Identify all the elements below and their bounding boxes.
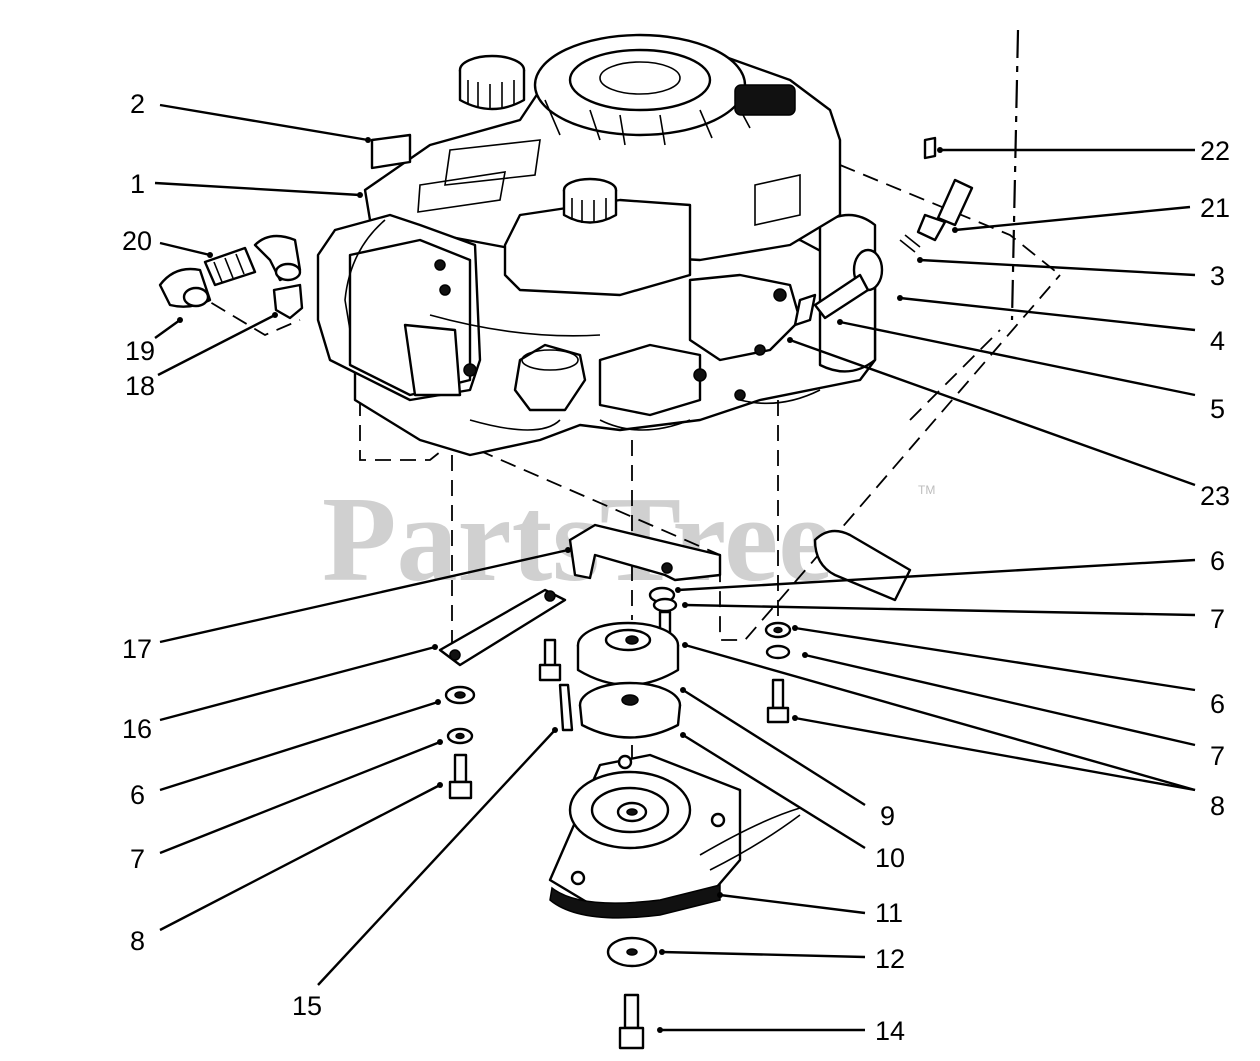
callout-11: 11 bbox=[875, 898, 903, 928]
callout-15: 15 bbox=[292, 991, 322, 1021]
callout-16: 16 bbox=[122, 714, 152, 744]
engine-assembly bbox=[316, 33, 877, 457]
callout-8-left: 8 bbox=[130, 926, 145, 956]
callout-23: 23 bbox=[1200, 481, 1230, 511]
callout-10: 10 bbox=[875, 843, 905, 873]
callout-labels: 2 1 20 19 18 22 21 3 4 5 23 6 7 6 7 8 9 … bbox=[122, 89, 1230, 1046]
callout-2: 2 bbox=[130, 89, 145, 119]
mounting-brackets bbox=[438, 523, 722, 667]
clutch-washer bbox=[606, 936, 658, 968]
callout-7-left: 7 bbox=[130, 844, 145, 874]
callout-19: 19 bbox=[125, 336, 155, 366]
electric-clutch bbox=[548, 753, 801, 919]
callout-14: 14 bbox=[875, 1016, 905, 1046]
callout-20: 20 bbox=[122, 226, 152, 256]
callout-7-right-bottom: 7 bbox=[1210, 741, 1225, 771]
dipstick-tube-parts bbox=[793, 136, 974, 327]
callout-1: 1 bbox=[130, 169, 145, 199]
callout-17: 17 bbox=[122, 634, 152, 664]
callout-22: 22 bbox=[1200, 136, 1230, 166]
callout-21: 21 bbox=[1200, 193, 1230, 223]
watermark-trademark: TM bbox=[918, 483, 935, 497]
callout-8-right: 8 bbox=[1210, 791, 1225, 821]
callout-6-right-top: 6 bbox=[1210, 546, 1225, 576]
leader-lines bbox=[154, 103, 1196, 1033]
callout-7-right-top: 7 bbox=[1210, 604, 1225, 634]
callout-6-right-bottom: 6 bbox=[1210, 689, 1225, 719]
hardware bbox=[444, 586, 792, 1050]
callout-12: 12 bbox=[875, 944, 905, 974]
callout-3: 3 bbox=[1210, 261, 1225, 291]
callout-4: 4 bbox=[1210, 326, 1225, 356]
callout-5: 5 bbox=[1210, 394, 1225, 424]
decal bbox=[370, 133, 412, 170]
pulleys bbox=[576, 621, 682, 739]
callout-6-left: 6 bbox=[130, 780, 145, 810]
oil-drain-fittings bbox=[158, 234, 304, 320]
exhaust-pipe bbox=[813, 529, 912, 602]
callout-9: 9 bbox=[880, 801, 895, 831]
callout-18: 18 bbox=[125, 371, 155, 401]
